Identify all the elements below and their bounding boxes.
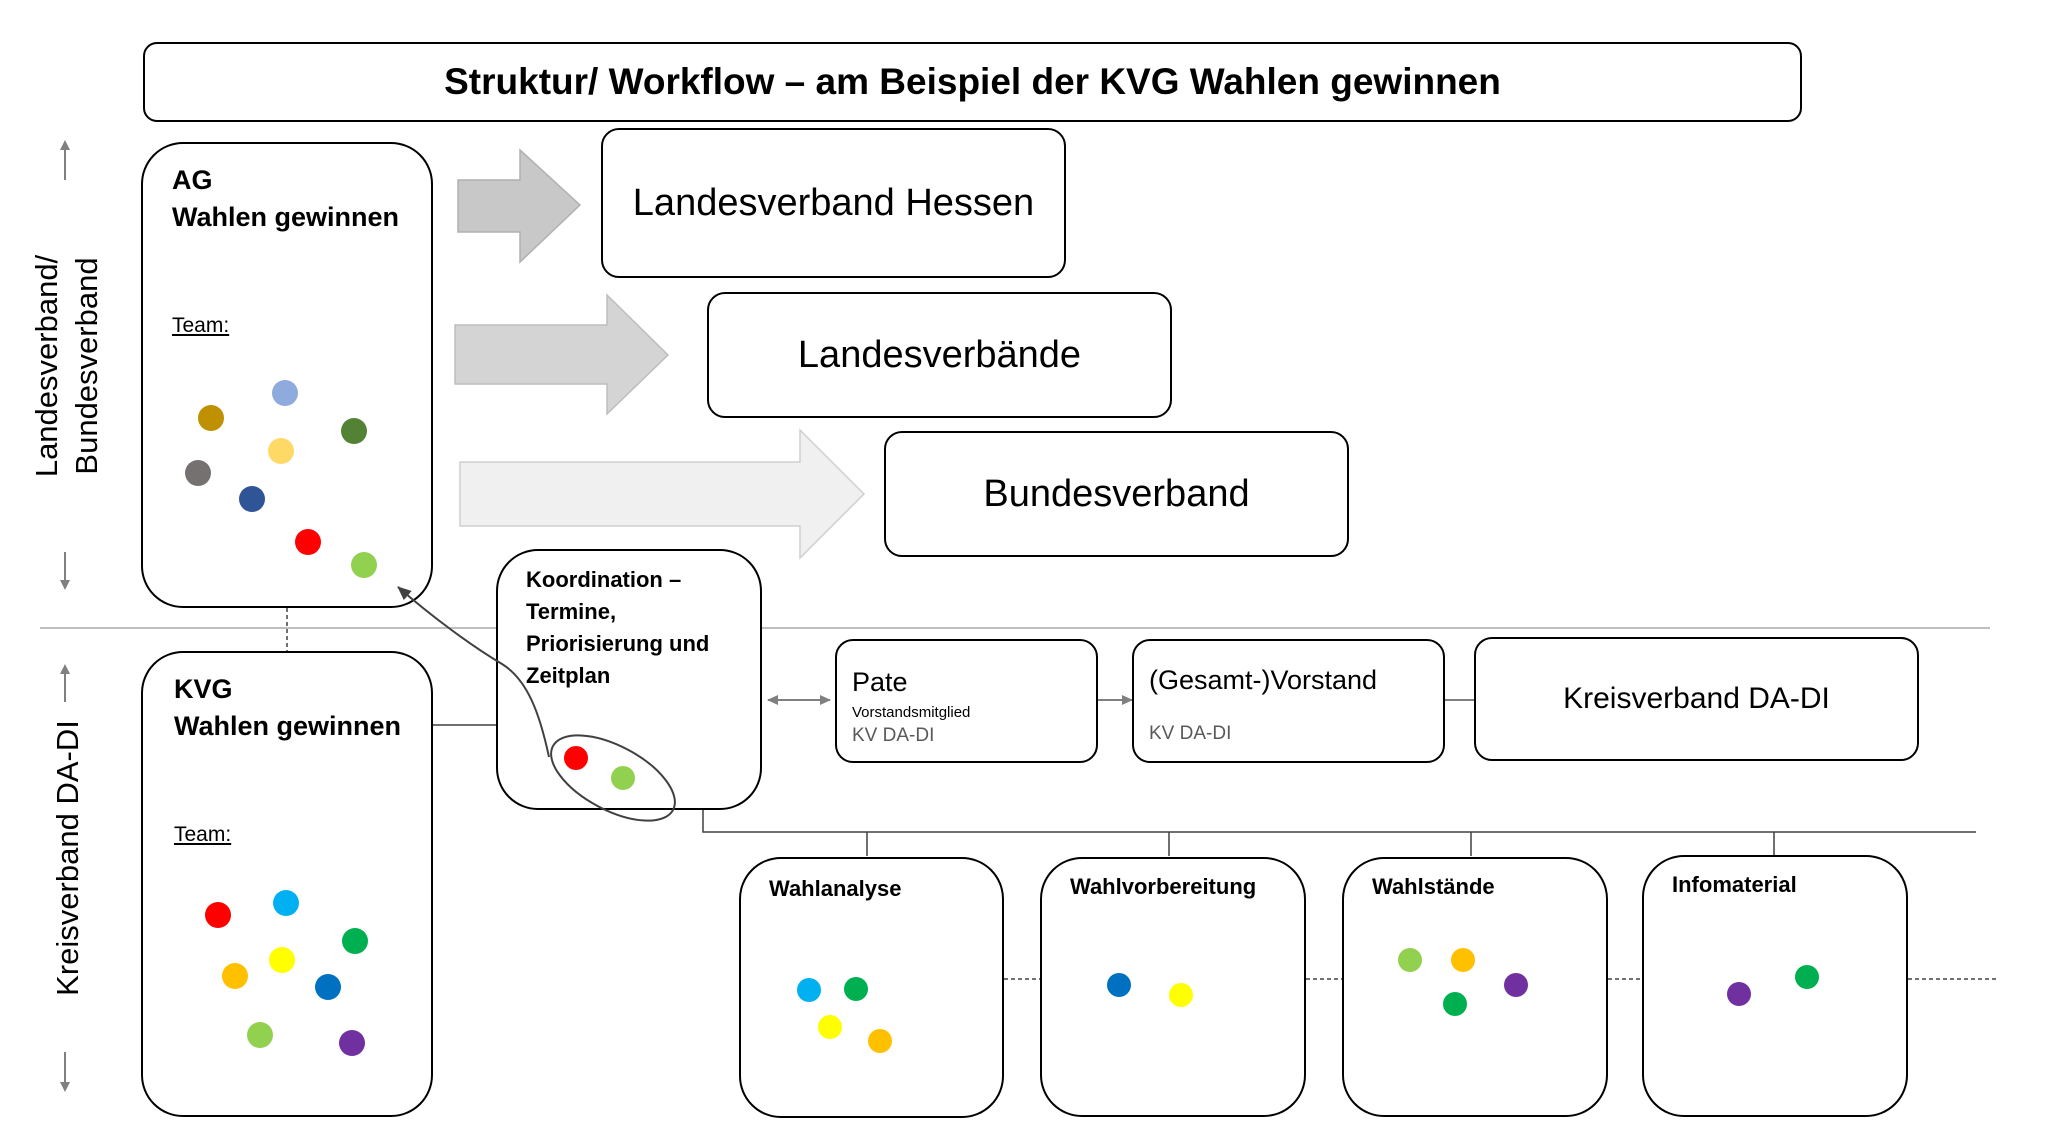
workgroup-wahlanalyse: Wahlanalyse	[739, 857, 1004, 1118]
wahlvorbereitung-dot	[1169, 983, 1193, 1007]
kvg-team-dot	[269, 947, 295, 973]
koordination-group-ellipse	[550, 734, 676, 822]
koordination-to-ag-arrow	[397, 586, 550, 758]
workgroup-infomaterial: Infomaterial	[1642, 855, 1908, 1117]
infomaterial-dot	[1795, 965, 1819, 989]
workgroup-wahlstaende-label: Wahlstände	[1372, 874, 1495, 899]
kvg-team-dot	[222, 963, 248, 989]
koordination-line1: Koordination –	[526, 567, 682, 592]
ag-team-dot	[295, 529, 321, 555]
vorstand-box: (Gesamt-)Vorstand KV DA-DI	[1132, 639, 1445, 763]
pate-title: Pate	[852, 667, 908, 697]
ag-team-dot	[185, 460, 211, 486]
vorstand-org: KV DA-DI	[1149, 723, 1232, 744]
block-arrow-bundesverband	[459, 428, 866, 560]
workgroup-infomaterial-label: Infomaterial	[1672, 872, 1797, 897]
block-arrow-hessen	[457, 148, 582, 264]
ag-team-dot	[239, 486, 265, 512]
ag-team-dot	[272, 380, 298, 406]
ag-team-dot	[268, 438, 294, 464]
kvg-team-dot	[247, 1022, 273, 1048]
koordination-line4: Zeitplan	[526, 663, 611, 688]
kvg-title-line1: KVG	[174, 674, 233, 704]
workgroup-wahlvorbereitung-label: Wahlvorbereitung	[1070, 874, 1257, 899]
wahlstaende-dot	[1443, 992, 1467, 1016]
ag-team-dot	[198, 405, 224, 431]
kvg-team-dot	[273, 890, 299, 916]
target-landesverbaende: Landesverbände	[707, 292, 1172, 418]
wahlstaende-dot	[1398, 948, 1422, 972]
workgroup-tree-trunk	[702, 808, 1976, 833]
block-arrow-landesverbaende	[454, 293, 670, 416]
kvg-team-label: Team:	[174, 823, 232, 846]
kvg-box: KVG Wahlen gewinnen Team:	[141, 651, 433, 1117]
kvg-team-dot	[339, 1030, 365, 1056]
koordination-line3: Priorisierung und	[526, 631, 710, 656]
wahlanalyse-dot	[818, 1015, 842, 1039]
ag-team-label: Team:	[172, 314, 230, 337]
ag-box: AG Wahlen gewinnen Team:	[141, 142, 433, 608]
koordination-line2: Termine,	[526, 599, 617, 624]
kvg-team-dot	[315, 974, 341, 1000]
ag-title-line2: Wahlen gewinnen	[172, 202, 400, 232]
diagram-title: Struktur/ Workflow – am Beispiel der KVG…	[143, 42, 1802, 122]
kvg-team-dot	[205, 902, 231, 928]
target-landesverband-hessen: Landesverband Hessen	[601, 128, 1066, 278]
wahlstaende-dot	[1451, 948, 1475, 972]
wahlanalyse-dot	[797, 978, 821, 1002]
ag-team-dot	[351, 552, 377, 578]
ag-title-line1: AG	[172, 165, 213, 195]
koordination-dot	[611, 766, 635, 790]
koordination-dot	[564, 746, 588, 770]
koordination-box: Koordination – Termine, Priorisierung un…	[496, 549, 762, 810]
infomaterial-dot	[1727, 982, 1751, 1006]
workgroup-wahlanalyse-label: Wahlanalyse	[769, 876, 902, 901]
kvg-team-dot	[342, 928, 368, 954]
wahlstaende-dot	[1504, 973, 1528, 997]
kreisverband-box: Kreisverband DA-DI	[1474, 637, 1919, 761]
pate-box: Pate Vorstandsmitglied KV DA-DI	[835, 639, 1098, 763]
pate-role: Vorstandsmitglied	[852, 704, 971, 721]
workgroup-wahlstaende: Wahlstände	[1342, 857, 1608, 1117]
vorstand-title: (Gesamt-)Vorstand	[1149, 665, 1378, 695]
kvg-title-line2: Wahlen gewinnen	[174, 711, 402, 741]
wahlvorbereitung-dot	[1107, 973, 1131, 997]
wahlanalyse-dot	[868, 1029, 892, 1053]
wahlanalyse-dot	[844, 977, 868, 1001]
target-bundesverband: Bundesverband	[884, 431, 1349, 557]
pate-org: KV DA-DI	[852, 725, 935, 746]
ag-team-dot	[341, 418, 367, 444]
